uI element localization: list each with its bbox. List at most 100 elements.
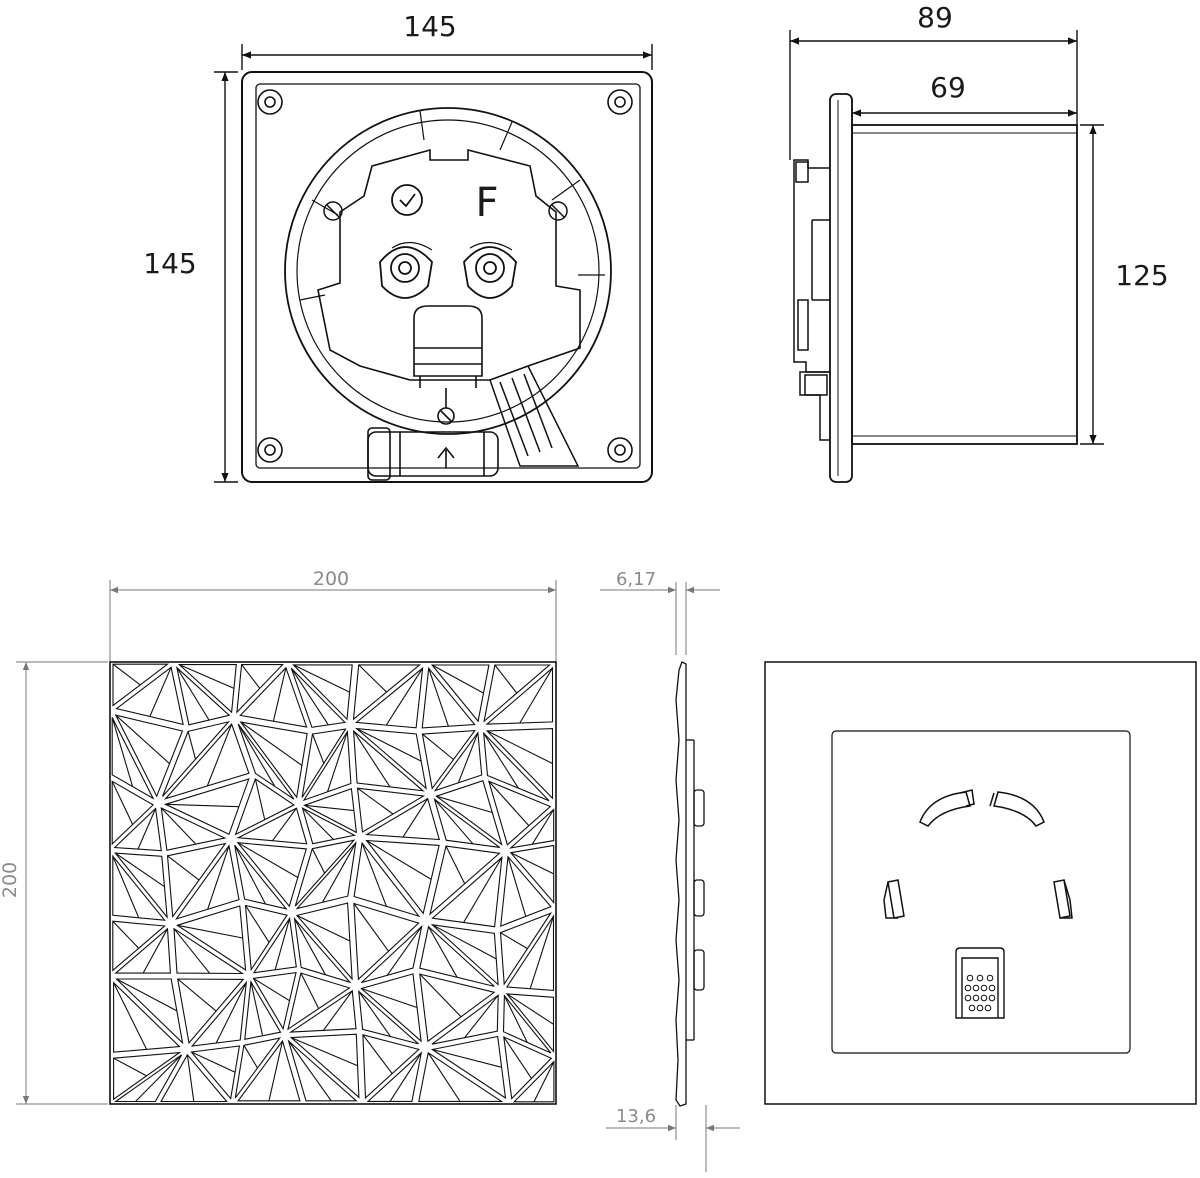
facet [177,664,237,714]
facet-edge [187,731,197,760]
facet-edge [431,664,484,694]
grille-hole [966,974,974,982]
facet-edge [165,803,239,808]
back-outer [764,661,1197,1105]
facet-edge [272,667,287,722]
facet [190,1045,241,1100]
facet [111,717,155,800]
facet-edge [268,1040,284,1101]
facet-edge [206,723,233,787]
facet-edge [353,730,391,788]
facet [236,807,308,845]
facet [360,973,422,1043]
facet-edge [353,903,389,952]
facet-edge [385,667,424,726]
grille-holes [964,974,996,1012]
facet-edge [445,845,466,884]
facet [166,842,227,919]
facet-edge [176,667,210,721]
facet [289,1033,360,1099]
facet [113,981,181,1053]
facet-edge [296,915,351,942]
facet-edge [322,990,353,1031]
facet-edge [240,721,303,766]
facet [292,664,353,721]
back-clips [883,789,1073,919]
facet-edge [114,852,165,888]
facet [418,1051,504,1102]
facet-edge [160,807,197,845]
facet [293,917,352,984]
facet-edge [304,804,354,812]
side-body [851,124,1078,445]
body-diameter-label: 125 [1115,259,1168,292]
facet [512,1060,555,1103]
overall-depth-label: 89 [917,1,953,34]
facet [236,842,308,908]
facet [301,807,357,845]
facet-edge [358,991,391,1037]
facet-edge [237,723,276,787]
grille-hole [964,994,972,1002]
facet-edge [112,920,140,949]
grille-hole [988,984,996,992]
facet [237,723,295,800]
back-grille [955,947,1005,1019]
faceted-pattern [111,663,555,1103]
facet-edge [427,1052,461,1102]
panel-outline [109,661,557,1105]
fan-front-view: 145 145 [143,10,653,483]
facet [237,1039,301,1102]
grille-hole [988,994,996,1002]
facet [115,978,184,1045]
facet [505,993,555,1053]
facet-edge [137,808,157,850]
overall-depth-dimension [789,30,1078,160]
facet-edge [191,1051,236,1073]
facet-edge [362,1034,393,1075]
facet [485,666,554,725]
facet [112,920,166,972]
housing-screws [323,201,568,221]
facet-edge [241,664,261,689]
facet-edge [357,787,394,815]
facet-edge [149,667,172,717]
facet [503,1036,553,1100]
facet-edge [322,842,357,903]
facet [302,729,352,802]
facet [160,807,227,851]
timer-symbol-icon [391,184,423,216]
facet-edge [503,1036,532,1079]
facet-edge [245,905,270,943]
facet-edge [506,993,554,1025]
facet [485,728,554,800]
facet [244,980,282,1040]
facet-edge [254,778,266,820]
facet-edge [531,809,555,845]
back-inner [831,730,1131,1054]
facet-edge [253,977,290,1002]
facet-edge [507,856,527,917]
facet-edge [436,795,493,814]
facet [174,844,240,920]
panel-width-label: 200 [313,568,349,590]
grille-hole [976,974,984,982]
grille-hole [964,984,972,992]
depth-dimension [606,1105,740,1172]
facet [287,1039,358,1102]
facet [239,721,308,799]
facet [288,989,357,1033]
thickness-label: 6,17 [616,569,656,590]
grille-hole [972,984,980,992]
facet [509,844,555,904]
facet [353,902,420,981]
facet-edge [434,798,474,845]
facet-edge [302,807,334,840]
facet-edge [167,855,200,881]
facet [358,990,419,1045]
facet-edge [463,857,503,923]
facet [295,902,353,981]
thickness-dimension [600,582,720,655]
facet [364,797,441,841]
